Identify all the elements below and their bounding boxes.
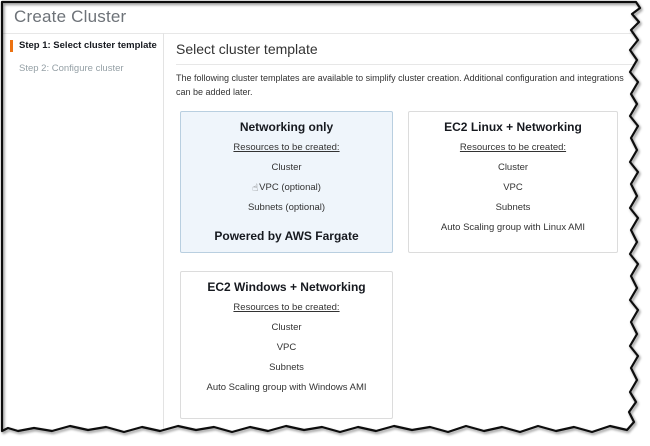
card-footer-powered-by: Powered by AWS Fargate	[214, 229, 359, 243]
step-2-label: Step 2: Configure cluster	[19, 63, 124, 74]
resource-item: Subnets (optional)	[247, 202, 326, 213]
template-card-networking-only[interactable]: Networking only Resources to be created:…	[180, 111, 393, 253]
resource-item: Subnets	[269, 362, 304, 373]
resource-item: Auto Scaling group with Windows AMI	[206, 382, 367, 393]
resources-label: Resources to be created:	[459, 142, 567, 153]
header-divider	[3, 33, 635, 34]
template-card-ec2-windows-networking[interactable]: EC2 Windows + Networking Resources to be…	[180, 271, 393, 419]
resource-item: Cluster	[271, 322, 302, 333]
page-title: Create Cluster	[14, 7, 127, 26]
card-title: EC2 Linux + Networking	[444, 120, 582, 134]
card-title: Networking only	[239, 120, 334, 134]
resource-item: Cluster	[271, 162, 302, 173]
resource-item: ☝VPC (optional)	[252, 182, 321, 194]
resources-label: Resources to be created:	[233, 302, 340, 313]
resource-item: Cluster	[497, 162, 529, 173]
step-1-label: Step 1: Select cluster template	[19, 40, 157, 51]
sidebar-step-2[interactable]: Step 2: Configure cluster	[10, 63, 162, 75]
sidebar-step-1[interactable]: Step 1: Select cluster template	[10, 40, 162, 52]
card-title: EC2 Windows + Networking	[207, 280, 366, 294]
heading-divider	[176, 64, 635, 65]
template-card-ec2-linux-networking[interactable]: EC2 Linux + Networking Resources to be c…	[408, 111, 618, 253]
wizard-steps-sidebar: Step 1: Select cluster template Step 2: …	[0, 40, 162, 86]
resource-item: VPC	[503, 182, 523, 193]
sidebar-divider	[163, 33, 164, 430]
resources-label: Resources to be created:	[233, 142, 340, 153]
resource-item: Auto Scaling group with Linux AMI	[440, 222, 586, 233]
section-heading: Select cluster template	[176, 41, 318, 57]
resource-item: VPC	[276, 342, 297, 353]
hand-pointer-cursor-icon: ☝	[252, 183, 259, 194]
section-description: The following cluster templates are avai…	[176, 73, 624, 97]
resource-item: Subnets	[495, 202, 531, 213]
